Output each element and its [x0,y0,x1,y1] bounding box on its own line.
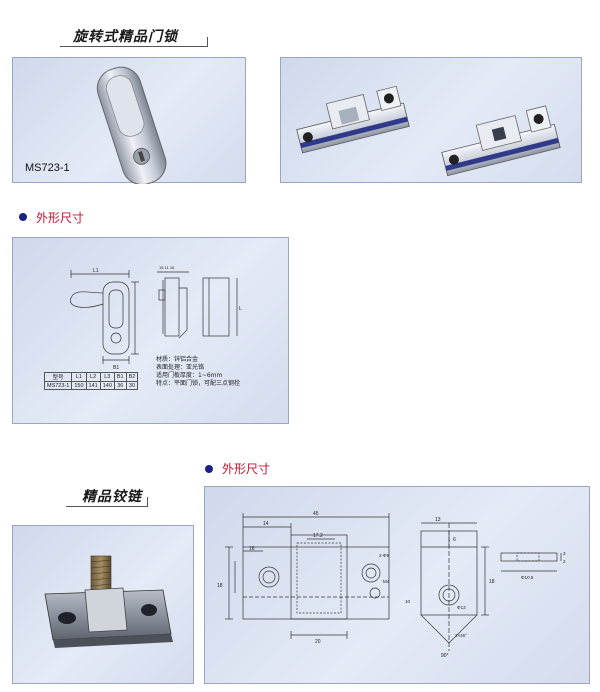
spec-material: 材质：锌铝合金 [156,356,199,363]
hinge-dim-height: 18 [217,583,223,589]
hinge-dim-side-top: 13 [435,517,441,523]
table-cell: 140 [99,381,115,390]
latch-parts-image [296,85,561,177]
hinge-dim-bottom: 20 [315,639,321,645]
drawing-label-side-l: L [239,306,242,312]
table-cell: 141 [85,381,101,390]
dimensions-bullet-2 [205,465,213,473]
hinge-dim-chamfer: 2×45° [455,633,467,638]
lock-section-title: 旋转式精品门锁 [73,29,178,45]
table-header-cell: B1 [113,372,127,382]
hinge-dim-side-low: 18 [489,579,495,585]
drawing-label-top: 15 11 16 [159,265,175,270]
lock-technical-drawing: L1 B1 15 11 16 L [70,265,242,371]
hinge-dim-angle: 90° [441,653,449,659]
lock-drawing-panel: L1 B1 15 11 16 L 型号 L1 L2 L3 B1 B2 MS723… [12,237,289,424]
lock-title-tick [207,37,208,47]
table-header-cell: L1 [71,372,87,382]
hinge-drawing-panel: 45 14 17.2 16 2-Φ6 M4 20 18 13 18 6 90° … [204,486,590,684]
spec-finish: 表面处理：亚光铬 [156,364,205,371]
lock-photo-panel: MS723-1 [12,57,246,184]
hinge-technical-drawing: 45 14 17.2 16 2-Φ6 M4 20 18 13 18 6 90° … [217,511,566,659]
washer-dim-b: 2 [563,559,566,564]
table-cell: 36 [113,381,127,390]
lock-dimension-table: 型号 L1 L2 L3 B1 B2 MS723-1 150 141 140 36… [43,372,139,390]
washer-dim-d: Φ10.5 [521,575,534,580]
washer-dim-a: 3 [563,551,566,556]
table-header-cell: B2 [125,372,139,382]
hinge-title-tick [147,497,148,507]
hinge-dim-side-w: 6 [453,537,456,543]
latch-photo-panel [280,57,582,183]
spec-feature: 特点：平面门锁，可配三点钢栓 [156,380,241,387]
table-header-cell: L3 [99,372,115,382]
hinge-photo-panel [12,525,194,684]
hinge-dim-hole: 2-Φ6 [379,553,390,558]
hinge-dim-seg-a: 14 [263,521,269,527]
hinge-dimensions-heading: 外形尺寸 [222,462,271,476]
hinge-image [44,555,173,648]
hinge-title-underline [66,506,148,507]
hinge-dim-left-w: 16 [249,546,255,552]
table-header-cell: L2 [85,372,101,382]
hinge-dim-seg-b: 17.2 [313,533,323,539]
drawing-label-b1: B1 [113,365,119,371]
hinge-dim-thread: M4 [383,579,390,584]
hinge-section-title: 精品铰链 [82,489,142,505]
spec-thickness: 适用门板厚度：1~6mm [156,372,223,379]
hinge-dim-pin-d: Φ13 [457,605,466,610]
dimensions-bullet-1 [19,213,27,221]
table-cell: 30 [125,381,139,390]
rotary-lock-image [96,66,167,184]
lock-title-underline [60,46,208,47]
drawing-label-l1: L1 [93,268,99,274]
table-header-row: 型号 L1 L2 L3 B1 B2 [43,372,139,382]
lock-model-label: MS723-1 [25,162,70,174]
table-cell: MS723-1 [43,381,73,390]
lock-spec-list: 材质：锌铝合金 表面处理：亚光铬 适用门板厚度：1~6mm 特点：平面门锁，可配… [156,356,240,388]
table-header-cell: 型号 [43,372,73,382]
hinge-dim-overall: 45 [313,511,319,517]
table-row: MS723-1 150 141 140 36 30 [43,381,139,390]
lock-dimensions-heading: 外形尺寸 [36,211,85,225]
table-cell: 150 [71,381,87,390]
hinge-dim-pin: 10 [405,599,411,604]
